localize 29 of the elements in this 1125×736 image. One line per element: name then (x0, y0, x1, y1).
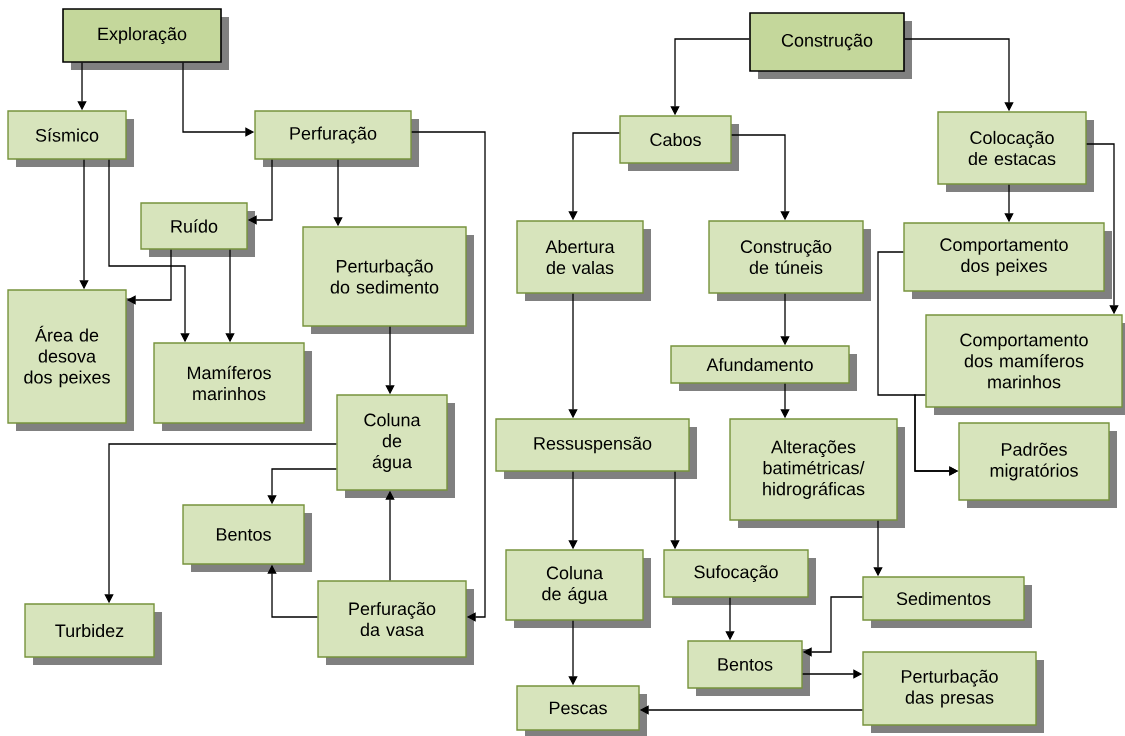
process-box: Sedimentos (862, 576, 1032, 628)
process-box: Ruído (140, 202, 255, 257)
heading-box: Construção (749, 12, 912, 79)
process-box: Sufocação (663, 549, 816, 605)
process-box: Sísmico (7, 110, 134, 167)
process-box: Comportamento dos mamíferos marinhos (925, 314, 1125, 415)
process-box: Turbidez (24, 603, 162, 665)
process-box: Construção de túneis (708, 220, 871, 301)
process-box: Abertura de valas (516, 220, 651, 301)
arrow (411, 131, 486, 622)
process-box: Padrões migratórios (958, 422, 1117, 508)
process-box: Perfuração da vasa (317, 580, 474, 665)
process-box: Alterações batimétricas/ hidrográficas (729, 418, 905, 528)
process-box: Pescas (516, 685, 647, 736)
process-box: Bentos (687, 640, 810, 696)
process-box: Afundamento (670, 345, 857, 391)
process-box: Perfuração (254, 110, 419, 167)
process-box: Cabos (619, 115, 739, 171)
process-box: Coluna de água (336, 394, 455, 498)
process-box: Área de desova dos peixes (7, 289, 134, 431)
process-box: Coluna de água (505, 549, 651, 628)
process-box: Bentos (182, 504, 312, 572)
process-box: Comportamento dos peixes (903, 222, 1112, 299)
process-box: Mamíferos marinhos (153, 342, 312, 431)
process-box: Colocação de estacas (937, 111, 1094, 192)
heading-box: Exploração (62, 8, 229, 70)
process-box: Perturbação das presas (862, 651, 1044, 733)
process-box: Perturbação do sedimento (302, 226, 474, 334)
process-box: Ressuspensão (495, 418, 697, 479)
